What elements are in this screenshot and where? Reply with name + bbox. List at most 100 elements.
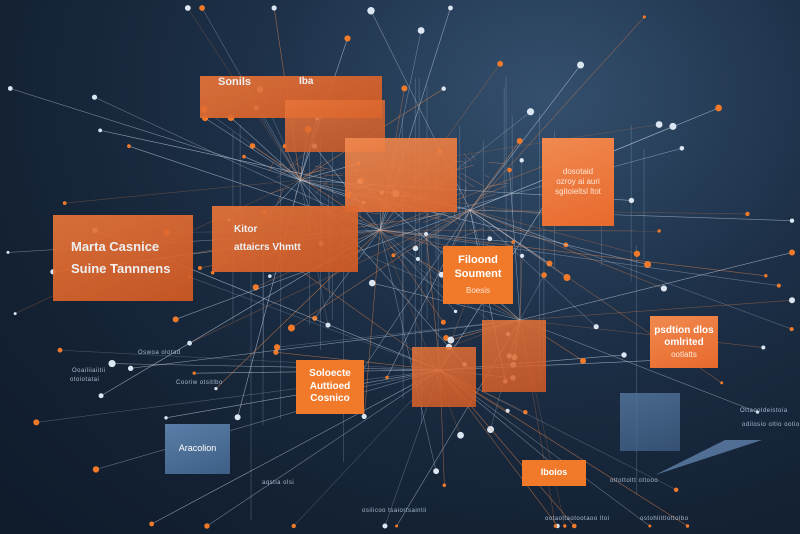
graph-node [755, 410, 760, 414]
link-line [95, 369, 441, 470]
graph-node [523, 410, 528, 415]
graph-node [507, 167, 512, 173]
graph-node [715, 104, 722, 112]
graph-node [382, 523, 388, 529]
card-kitor-sub: attaicrs Vhmtt [234, 242, 301, 253]
link-line [519, 319, 764, 348]
link-line [252, 145, 381, 231]
cluster-line [289, 151, 308, 167]
graph-node [367, 7, 375, 15]
link-line [439, 369, 677, 491]
graph-node [98, 393, 104, 399]
graph-node [520, 253, 525, 259]
link-line [10, 88, 301, 181]
graph-node [249, 143, 256, 149]
graph-node [577, 61, 585, 69]
cluster-line [488, 162, 505, 164]
graph-node [789, 218, 795, 223]
cluster-line [324, 182, 339, 198]
link-line [469, 209, 597, 327]
graph-node [685, 524, 690, 528]
card-soloecte[interactable]: Soloecte Auttioed Cosnico [296, 360, 364, 414]
graph-node [415, 257, 420, 262]
cluster-line [305, 169, 325, 175]
graph-node [621, 352, 627, 358]
graph-node [391, 253, 396, 258]
card-marta[interactable]: Marta Casnice Suine Tannnens [53, 215, 193, 301]
cluster-line [486, 182, 509, 187]
cluster-line [423, 215, 442, 223]
card-filoond-l2: Soument [454, 268, 502, 280]
cluster-line [458, 228, 484, 239]
graph-node [441, 86, 446, 91]
cluster-line [438, 209, 460, 225]
link-line [379, 229, 766, 277]
cluster-line [469, 207, 484, 217]
cluster-line [296, 163, 306, 173]
link-line [363, 229, 381, 417]
cluster-line [300, 166, 303, 177]
caption-3: otoiotatai [70, 377, 100, 383]
cluster-line [314, 165, 332, 170]
caption-6: osilicoo tsaiortsaintii [362, 508, 427, 514]
graph-node [234, 414, 241, 421]
graph-node [440, 319, 446, 325]
link-line [519, 252, 793, 321]
link-line [36, 369, 441, 423]
link-line [519, 255, 523, 321]
link-line [386, 209, 471, 378]
graph-node [448, 5, 453, 11]
graph-node [7, 86, 13, 91]
graph-node [268, 274, 272, 278]
graph-node [92, 466, 100, 473]
cluster-line [269, 162, 274, 172]
cluster-line [462, 186, 468, 199]
link-line [151, 369, 441, 525]
graph-node [761, 345, 766, 350]
link-line [379, 229, 779, 286]
card-right-top[interactable]: dosotaid ozroy ai auri sgitoieltsl ltot [542, 138, 614, 226]
card-filoond[interactable]: Filoond Soument Boesis [443, 246, 513, 304]
link-line [206, 369, 441, 527]
link-line [469, 140, 520, 211]
card-bottom-small-label: Iboios [540, 467, 568, 478]
link-line [379, 229, 660, 232]
card-filoond-l1: Filoond [458, 254, 498, 267]
link-line [393, 209, 471, 256]
card-psdtion[interactable]: psdtion dlos omlrited ootlatts [650, 316, 718, 368]
link-line [469, 209, 566, 246]
graph-node [673, 487, 679, 492]
link-line [379, 147, 682, 231]
graph-node [487, 426, 495, 434]
link-line [469, 209, 638, 255]
card-right-top-l3: sgitoieltsl ltot [555, 187, 601, 196]
card-marta-sub: Suine Tannnens [71, 261, 171, 276]
graph-node [776, 283, 781, 288]
graph-node [192, 371, 196, 375]
link-line [509, 170, 521, 321]
graph-node [271, 5, 277, 11]
graph-node [91, 94, 98, 100]
card-bottom-small[interactable]: Iboios [522, 460, 586, 486]
card-center [345, 138, 457, 212]
graph-node [33, 419, 40, 426]
graph-node [789, 249, 795, 256]
graph-node [457, 431, 464, 439]
cluster-line [415, 212, 430, 224]
link-line [519, 319, 758, 413]
card-aracolion[interactable]: Aracolion [165, 424, 230, 474]
graph-node [214, 386, 218, 391]
graph-node [628, 197, 635, 204]
graph-node [291, 523, 296, 529]
card-kitor[interactable]: Kitor attaicrs Vhmtt [212, 206, 358, 272]
cluster-line [480, 194, 496, 199]
cluster-line [481, 185, 507, 197]
link-line [469, 209, 793, 221]
link-line [379, 229, 446, 282]
link-line [415, 209, 471, 249]
link-line [469, 209, 665, 289]
graph-node [287, 324, 295, 332]
link-line [130, 319, 521, 369]
link-line [519, 160, 522, 321]
graph-node [745, 211, 750, 217]
